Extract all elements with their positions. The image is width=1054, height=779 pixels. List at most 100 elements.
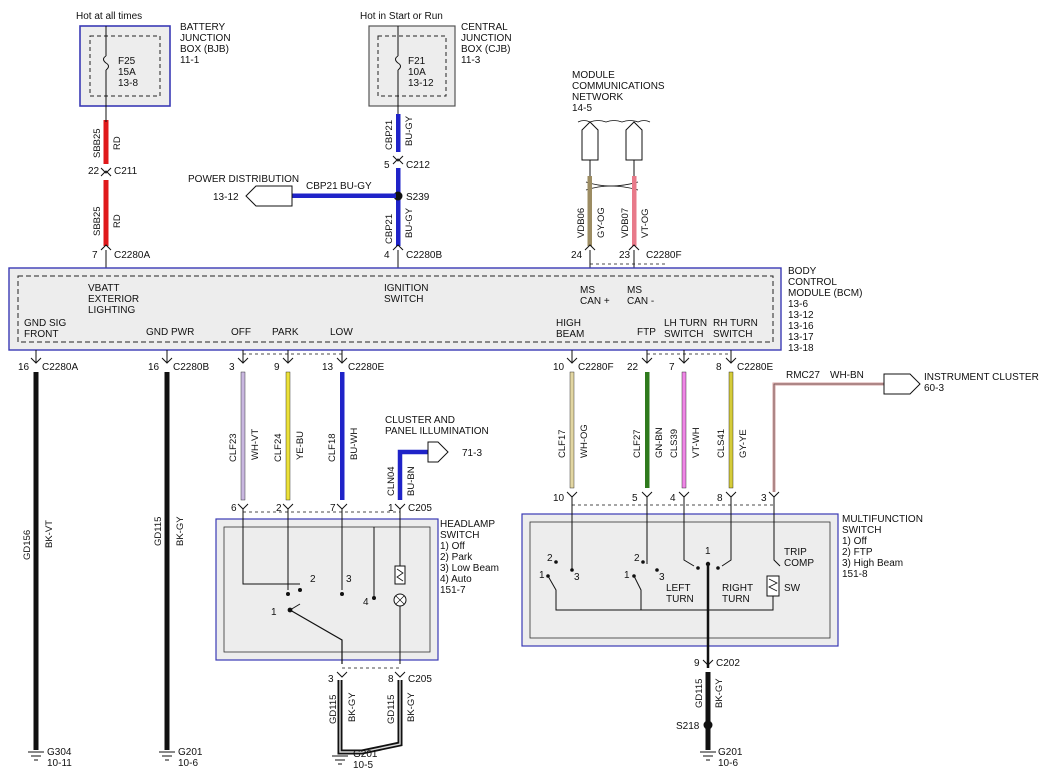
- mfs-gnd-wire-circuit: GD115: [694, 679, 705, 708]
- bjb-fuse-ref: 13-8: [118, 78, 138, 89]
- wire-cbp21-lower-color: BU-GY: [404, 207, 415, 238]
- wire-vdb07-color: VT-OG: [640, 208, 651, 238]
- c2280e-right-pin-ftp: 22: [627, 362, 639, 373]
- gnd-sig-connector: C2280A: [42, 362, 78, 373]
- wire-cln04-circuit: CLN04: [386, 466, 397, 496]
- connector-c212-icon: [392, 155, 404, 165]
- power-distribution-connector-icon: [245, 185, 293, 207]
- bcm-pin-high-beam-2: BEAM: [556, 329, 584, 340]
- trip-comp-resistor-icon: [766, 575, 780, 597]
- wire-gd115-color: BK-GY: [175, 516, 186, 546]
- wire-clf17: [569, 371, 575, 489]
- wire-clf27-color: GN-BN: [654, 427, 665, 458]
- wire-cls41-color: GY-YE: [738, 429, 749, 458]
- cluster-illum-ref: 71-3: [462, 448, 482, 459]
- wire-rmc27-color: WH-BN: [830, 370, 864, 381]
- c2280f-bottom-pin: 10: [553, 362, 565, 373]
- battery-junction-box: F25 15A 13-8: [79, 25, 171, 107]
- bcm-pin-vbatt-2: EXTERIOR: [88, 294, 139, 305]
- mfs-label-4: 2) FTP: [842, 547, 873, 558]
- wire-vdb07-circuit: VDB07: [620, 208, 631, 238]
- instrument-cluster-label: INSTRUMENT CLUSTER: [924, 372, 1039, 383]
- wire-clf18: [340, 372, 345, 500]
- bcm-pin-gnd-sig-2: FRONT: [24, 329, 58, 340]
- wire-cbp21-horizontal: [292, 193, 396, 198]
- wire-clf17-color: WH-OG: [579, 424, 590, 458]
- mfs-label-2: SWITCH: [842, 525, 881, 536]
- wire-cbp21-h-color: BU-GY: [340, 181, 372, 192]
- wire-clf18-circuit: CLF18: [327, 433, 338, 462]
- c2280b-top-pin: 4: [384, 250, 390, 261]
- cjb-fuse-ref: 13-12: [408, 78, 434, 89]
- network-label-1: MODULE: [572, 70, 615, 81]
- hl-bottom-pin-1: 3: [328, 674, 334, 685]
- power-distribution-label: POWER DISTRIBUTION: [188, 174, 299, 185]
- instrument-cluster-ref: 60-3: [924, 383, 944, 394]
- bcm-pin-park: PARK: [272, 327, 299, 338]
- ground-g201-a-ref: 10-6: [178, 758, 198, 769]
- c2280e-right-connector: C2280E: [737, 362, 773, 373]
- hl-gnd-wire-2-circuit: GD115: [386, 695, 397, 724]
- cjb-label-3: BOX (CJB): [461, 44, 510, 55]
- mfs-left-turn-2: TURN: [666, 594, 694, 605]
- hl-top-connector: C205: [408, 503, 432, 514]
- wire-vdb06-circuit: VDB06: [576, 208, 587, 238]
- hl-label-1: HEADLAMP: [440, 519, 495, 530]
- wire-cls39-color: VT-WH: [691, 427, 702, 458]
- wire-clf24-color: YE-BU: [295, 431, 306, 460]
- mfs-pos-a-2: 2: [547, 553, 553, 564]
- hl-top-pin-1: 6: [231, 503, 237, 514]
- network-label-ref: 14-5: [572, 103, 592, 114]
- hl-label-5: 3) Low Beam: [440, 563, 499, 574]
- bcm-pin-gnd-sig-1: GND SIG: [24, 318, 66, 329]
- ground-icon: [332, 755, 348, 765]
- mfs-gnd-wire-color: BK-GY: [714, 678, 725, 708]
- wire-clf27: [645, 372, 650, 488]
- wire-gd156: [33, 372, 39, 750]
- hl-label-7: 151-7: [440, 585, 466, 596]
- hl-position-2: 2: [310, 574, 316, 585]
- wire-clf23: [240, 371, 246, 501]
- bcm-pin-lh-turn-1: LH TURN: [664, 318, 707, 329]
- wire-sbb25-lower-color: RD: [112, 214, 123, 228]
- connector-c211-icon: [100, 167, 112, 177]
- ground-icon: [159, 751, 175, 761]
- bcm-pin-high-beam-1: HIGH: [556, 318, 581, 329]
- wire-rmc27-circuit: RMC27: [786, 370, 820, 381]
- fuse-icon: [395, 55, 401, 71]
- mfs-top-pin-2: 5: [632, 493, 638, 504]
- cluster-illum-label-2: PANEL ILLUMINATION: [385, 426, 489, 437]
- wire-gd156-color: BK-VT: [44, 520, 55, 548]
- wire-cbp21-upper-color: BU-GY: [404, 115, 415, 146]
- network-connector-icon: [581, 121, 599, 161]
- wire-clf23-color: WH-VT: [250, 429, 261, 460]
- c2280e-left-pin-park: 9: [274, 362, 280, 373]
- hot-at-all-times-label: Hot at all times: [76, 11, 142, 22]
- connector-arrow-icon: [392, 244, 404, 251]
- bjb-fuse-rating: 15A: [118, 67, 136, 78]
- c2280e-left-pin-off: 3: [229, 362, 235, 373]
- bcm-bottom-connectors: [30, 350, 737, 364]
- cjb-label-2: JUNCTION: [461, 33, 512, 44]
- network-label-2: COMMUNICATIONS: [572, 81, 665, 92]
- mfs-pos-b-1: 1: [624, 570, 630, 581]
- central-junction-box: F21 10A 13-12: [368, 25, 456, 107]
- wire-cln04-color: BU-BN: [406, 466, 417, 496]
- hl-bottom-connector-icon: [336, 671, 406, 678]
- mfs-bottom-connector: C202: [716, 658, 740, 669]
- multifunction-switch: [521, 491, 839, 668]
- bcm-label-1: BODY: [788, 266, 817, 277]
- bjb-label-3: BOX (BJB): [180, 44, 229, 55]
- wire-clf24: [285, 371, 291, 501]
- s218-label: S218: [676, 721, 700, 732]
- fuse-icon: [103, 55, 109, 71]
- wire-gd156-circuit: GD156: [22, 530, 33, 560]
- gnd-pwr-pin: 16: [148, 362, 160, 373]
- mfs-trip-2: COMP: [784, 558, 814, 569]
- bcm-box: [8, 267, 782, 351]
- ground-g201-b-ref: 10-5: [353, 760, 373, 771]
- cjb-label-ref: 11-3: [461, 55, 481, 66]
- c2280a-top-name: C2280A: [114, 250, 150, 261]
- gnd-sig-pin: 16: [18, 362, 30, 373]
- mfs-right-turn-2: TURN: [722, 594, 750, 605]
